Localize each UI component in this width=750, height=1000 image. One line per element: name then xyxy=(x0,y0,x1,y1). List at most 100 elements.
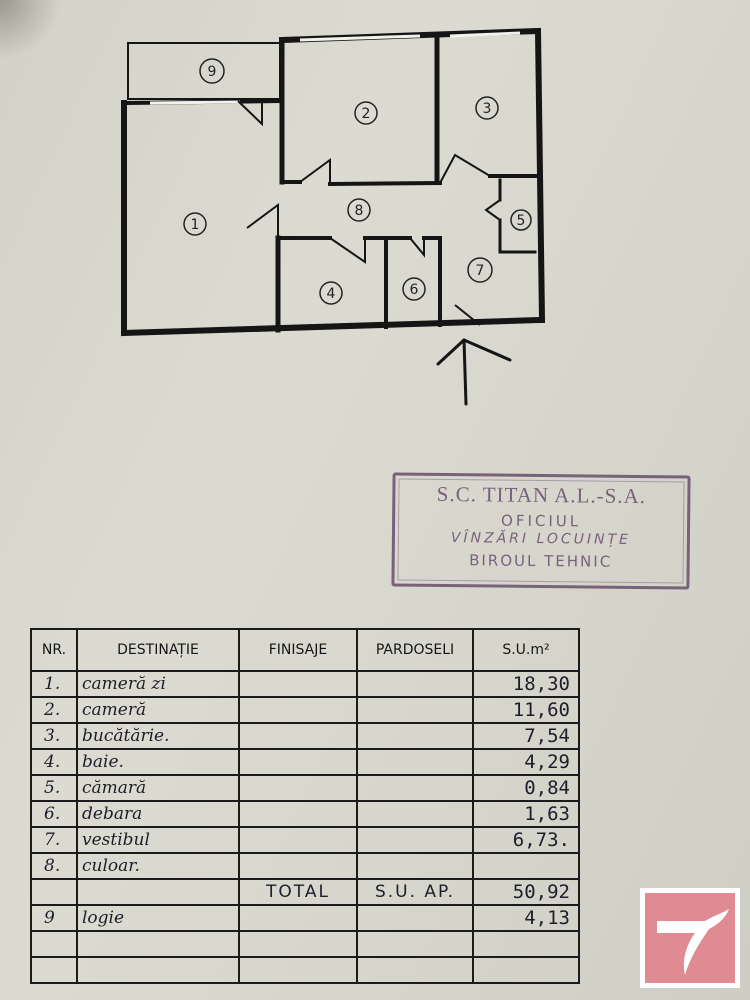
row-area: 18,30 xyxy=(472,670,580,698)
header-finisaje: FINISAJE xyxy=(238,628,358,672)
logo-mark xyxy=(645,893,735,983)
row-nr: 2. xyxy=(30,696,78,724)
row-finisaje xyxy=(238,774,358,802)
header-su: S.U.m² xyxy=(472,628,580,672)
stamp-company: S.C. TITAN A.L.-S.A. xyxy=(436,481,647,509)
row-nr: 5. xyxy=(30,774,78,802)
row-area: 7,54 xyxy=(472,722,580,750)
table-row: 2. cameră 11,60 xyxy=(30,696,580,724)
row-destinatie: cameră xyxy=(76,696,240,724)
room-3-number: 3 xyxy=(483,101,492,117)
row-pardoseli xyxy=(356,774,474,802)
floor-plan-windows xyxy=(149,31,521,105)
table-row: 7. vestibul 6,73. xyxy=(30,826,580,854)
row-pardoseli xyxy=(356,722,474,750)
room-9-number: 9 xyxy=(208,64,217,80)
paper-edge-shadow xyxy=(0,0,60,60)
empty-cell xyxy=(356,930,474,958)
empty-cell xyxy=(76,930,240,958)
row-destinatie: debara xyxy=(76,800,240,828)
room-5-number: 5 xyxy=(517,213,526,229)
row-finisaje xyxy=(238,696,358,724)
room-2-number: 2 xyxy=(362,106,371,122)
row-destinatie: cameră zi xyxy=(76,670,240,698)
empty-row xyxy=(30,930,580,958)
stamp-department: VÎNZĂRI LOCUINȚE xyxy=(450,530,632,548)
row-destinatie: cămară xyxy=(76,774,240,802)
row-area: 1,63 xyxy=(472,800,580,828)
table-row: 1. cameră zi 18,30 xyxy=(30,670,580,698)
row-pardoseli xyxy=(356,852,474,880)
room-3-marker xyxy=(475,96,499,120)
stamp-bureau: BIROUL TEHNIC xyxy=(469,551,613,571)
bird-icon xyxy=(657,909,729,975)
company-stamp: S.C. TITAN A.L.-S.A. OFICIUL VÎNZĂRI LOC… xyxy=(391,472,691,590)
room-4-number: 4 xyxy=(327,286,336,302)
total-label-su: S.U. AP. xyxy=(356,878,474,906)
row-area: 11,60 xyxy=(472,696,580,724)
entrance-arrow xyxy=(436,338,512,406)
row-pardoseli xyxy=(356,670,474,698)
row-finisaje xyxy=(238,852,358,880)
room-6-marker xyxy=(402,277,426,301)
areas-table-wrapper: NR. DESTINAȚIE FINISAJE PARDOSELI S.U.m²… xyxy=(30,628,580,984)
floor-plan: 1 2 3 4 5 6 7 8 9 xyxy=(121,27,546,406)
row-nr: 1. xyxy=(30,670,78,698)
row-nr: 9 xyxy=(30,904,78,932)
row-area: 4,29 xyxy=(472,748,580,776)
row-area: 4,13 xyxy=(472,904,580,932)
room-5-marker xyxy=(510,209,532,231)
room-1-number: 1 xyxy=(191,217,200,233)
row-pardoseli xyxy=(356,800,474,828)
row-pardoseli xyxy=(356,826,474,854)
room-9-marker xyxy=(199,58,225,84)
table-row: 6. debara 1,63 xyxy=(30,800,580,828)
row-destinatie: baie. xyxy=(76,748,240,776)
stamp-office: OFICIUL xyxy=(500,511,582,531)
empty-cell xyxy=(76,956,240,984)
empty-cell xyxy=(472,930,580,958)
row-destinatie: bucătărie. xyxy=(76,722,240,750)
agency-logo xyxy=(640,888,740,988)
row-destinatie: vestibul xyxy=(76,826,240,854)
row-nr: 6. xyxy=(30,800,78,828)
empty-cell xyxy=(356,956,474,984)
table-row: 8. culoar. xyxy=(30,852,580,880)
empty-cell xyxy=(238,930,358,958)
table-row: 4. baie. 4,29 xyxy=(30,748,580,776)
row-pardoseli xyxy=(356,748,474,776)
empty-row xyxy=(30,956,580,984)
row-finisaje xyxy=(238,904,358,932)
room-labels xyxy=(183,58,532,305)
row-nr: 4. xyxy=(30,748,78,776)
empty-cell xyxy=(30,956,78,984)
room-6-number: 6 xyxy=(410,282,419,298)
row-pardoseli xyxy=(356,696,474,724)
empty-cell xyxy=(472,956,580,984)
total-label: TOTAL xyxy=(238,878,358,906)
room-8-number: 8 xyxy=(355,203,364,219)
row-area: 6,73. xyxy=(472,826,580,854)
row-area: 0,84 xyxy=(472,774,580,802)
table-row: 9 logie 4,13 xyxy=(30,904,580,932)
row-area xyxy=(472,852,580,880)
table-header-row: NR. DESTINAȚIE FINISAJE PARDOSELI S.U.m² xyxy=(30,628,580,672)
row-destinatie: culoar. xyxy=(76,852,240,880)
header-destinatie: DESTINAȚIE xyxy=(76,628,240,672)
row-finisaje xyxy=(238,722,358,750)
row-pardoseli xyxy=(356,904,474,932)
total-nr xyxy=(30,878,78,906)
row-destinatie: logie xyxy=(76,904,240,932)
row-nr: 7. xyxy=(30,826,78,854)
table-row: 3. bucătărie. 7,54 xyxy=(30,722,580,750)
row-finisaje xyxy=(238,670,358,698)
total-destinatie xyxy=(76,878,240,906)
table-row: 5. cămară 0,84 xyxy=(30,774,580,802)
room-7-marker xyxy=(467,257,493,283)
floor-plan-doors xyxy=(237,100,501,326)
room-4-marker xyxy=(319,281,343,305)
total-row: TOTAL S.U. AP. 50,92 xyxy=(30,878,580,906)
empty-cell xyxy=(238,956,358,984)
total-area: 50,92 xyxy=(472,878,580,906)
header-nr: NR. xyxy=(30,628,78,672)
